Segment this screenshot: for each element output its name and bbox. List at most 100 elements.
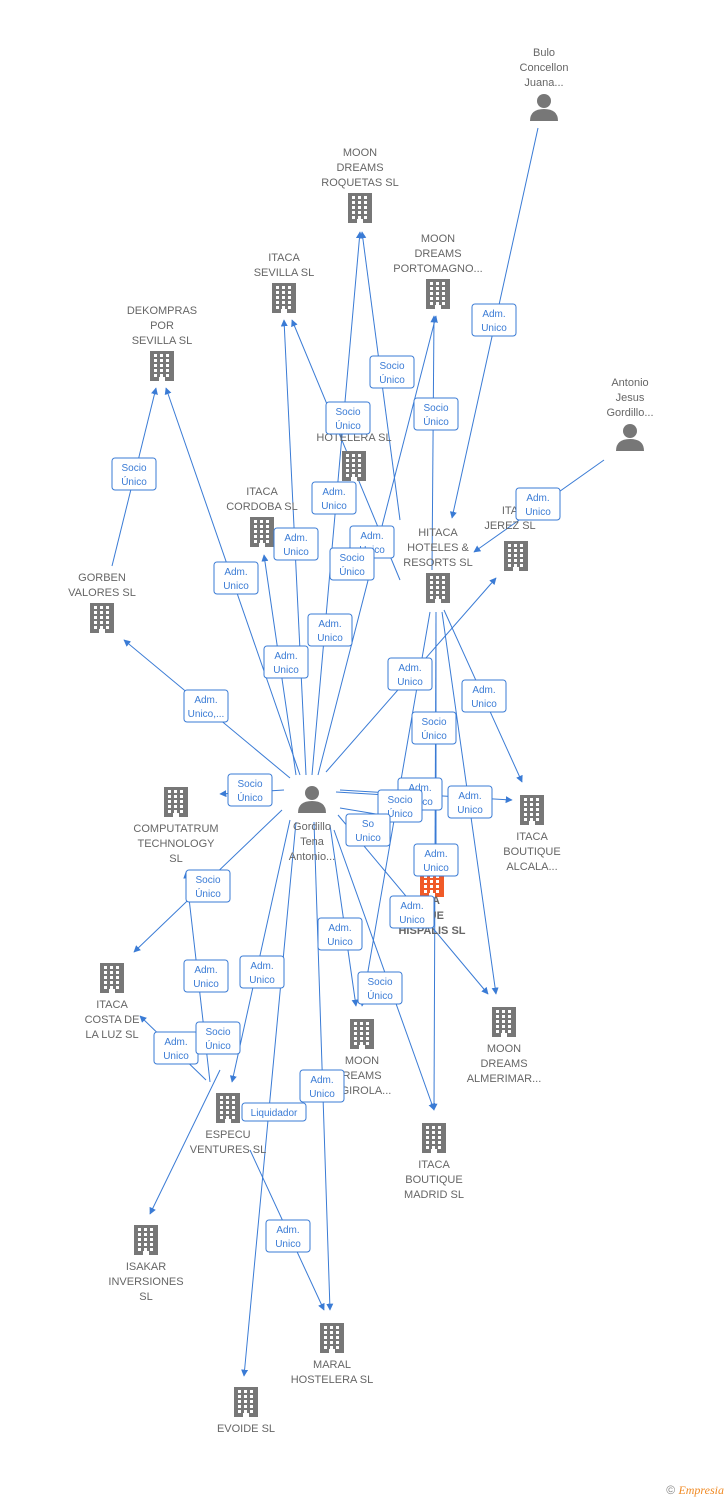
- relation-label: Único: [121, 475, 147, 488]
- node-label: RESORTS SL: [403, 557, 473, 569]
- node-evoide[interactable]: EVOIDE SL: [217, 1387, 275, 1435]
- relation-label: Adm.: [274, 651, 297, 662]
- relation-badge[interactable]: Adm.Unico: [461, 679, 507, 713]
- node-label: ALMERIMAR...: [467, 1073, 542, 1085]
- relation-label: Adm.: [322, 487, 345, 498]
- relation-label: Único: [387, 807, 413, 820]
- relation-label: Unico: [471, 699, 497, 710]
- relation-label: Unico: [399, 915, 425, 926]
- relation-label: Socio: [387, 795, 412, 806]
- brand-logo[interactable]: Empresia: [678, 1483, 724, 1497]
- relation-label: Unico: [321, 501, 347, 512]
- node-moon-fuengirola[interactable]: MOONREAMSNGIROLA...: [333, 1019, 392, 1097]
- relation-badge[interactable]: Adm.Unico: [447, 785, 493, 819]
- relation-badge[interactable]: Adm.Unico,...: [183, 689, 229, 723]
- node-label: MOON: [487, 1043, 521, 1055]
- relation-badge[interactable]: Adm.Unico: [265, 1219, 311, 1253]
- relation-badge[interactable]: Adm. Unico: [317, 917, 363, 951]
- relation-label: Adm.: [424, 849, 447, 860]
- node-label: MOON: [345, 1055, 379, 1067]
- building-icon: [272, 283, 296, 313]
- relation-badge[interactable]: Adm.Unico: [413, 843, 459, 877]
- node-antonio-jesus[interactable]: AntonioJesusGordillo...: [606, 377, 654, 451]
- relation-label: Unico: [457, 805, 483, 816]
- relation-edge: [329, 824, 359, 1007]
- relation-badge[interactable]: Adm.Unico: [299, 1069, 345, 1103]
- relation-badge[interactable]: Adm.Unico: [273, 527, 319, 561]
- relation-badge[interactable]: Adm. Unico: [311, 481, 357, 515]
- node-moon-almerimar[interactable]: MOON DREAMS ALMERIMAR...: [467, 1007, 542, 1085]
- relation-label: Socio: [195, 875, 220, 886]
- relation-label: Unico: [249, 975, 275, 986]
- relation-badge[interactable]: Liquidador: [241, 1102, 307, 1122]
- relation-badge[interactable]: Adm.Unico: [183, 959, 229, 993]
- node-moon-portomagno[interactable]: MOONDREAMSPORTOMAGNO...: [393, 233, 483, 309]
- relation-badge[interactable]: Adm.Unico: [387, 657, 433, 691]
- node-bulo[interactable]: BuloConcellonJuana...: [520, 47, 569, 121]
- relation-label: Unico: [193, 979, 219, 990]
- relation-label: Socio: [421, 717, 446, 728]
- relation-label: Unico: [397, 677, 423, 688]
- relation-label: Único: [237, 791, 263, 804]
- relation-label: Unico: [163, 1051, 189, 1062]
- relation-label: Adm.: [328, 923, 351, 934]
- relation-label: Socio: [379, 361, 404, 372]
- relation-badge[interactable]: Adm.Unico: [239, 955, 285, 989]
- node-label: Bulo: [533, 47, 555, 59]
- relation-badge[interactable]: Adm.Unico: [263, 645, 309, 679]
- relation-edge: [241, 821, 297, 1377]
- relation-badge[interactable]: Adm.Unico: [307, 613, 353, 647]
- relation-label: Unico: [283, 547, 309, 558]
- building-icon: [100, 963, 124, 993]
- relation-badge[interactable]: Adm.Unico: [153, 1031, 199, 1065]
- relation-badge[interactable]: Adm. Unico: [389, 895, 435, 929]
- relation-label: Adm.: [400, 901, 423, 912]
- node-label: SL: [139, 1291, 152, 1303]
- node-label: COSTA DE: [85, 1014, 140, 1026]
- relation-badge[interactable]: Adm.Unico: [515, 487, 561, 521]
- relation-badge[interactable]: Adm.Unico: [471, 303, 517, 337]
- relation-badge[interactable]: Adm.Unico: [213, 561, 259, 595]
- relation-edge: [333, 829, 436, 1111]
- building-icon: [426, 573, 450, 603]
- relation-label: Unico: [327, 937, 353, 948]
- node-label: PORTOMAGNO...: [393, 263, 482, 275]
- relation-label: Único: [423, 415, 449, 428]
- person-icon: [298, 786, 326, 813]
- node-label: DREAMS: [480, 1058, 527, 1070]
- node-label: HOSTELERA SL: [291, 1374, 374, 1386]
- node-label: Jesus: [616, 392, 645, 404]
- footer: © Empresia: [666, 1483, 724, 1498]
- node-label: LA LUZ SL: [85, 1029, 138, 1041]
- building-icon: [492, 1007, 516, 1037]
- node-itaca-alcala[interactable]: ITACABOUTIQUEALCALA...: [503, 795, 561, 873]
- node-gordillo[interactable]: GordilloTenaAntonio...: [289, 786, 335, 863]
- node-label: SEVILLA SL: [254, 267, 315, 279]
- node-label: SEVILLA SL: [132, 335, 193, 347]
